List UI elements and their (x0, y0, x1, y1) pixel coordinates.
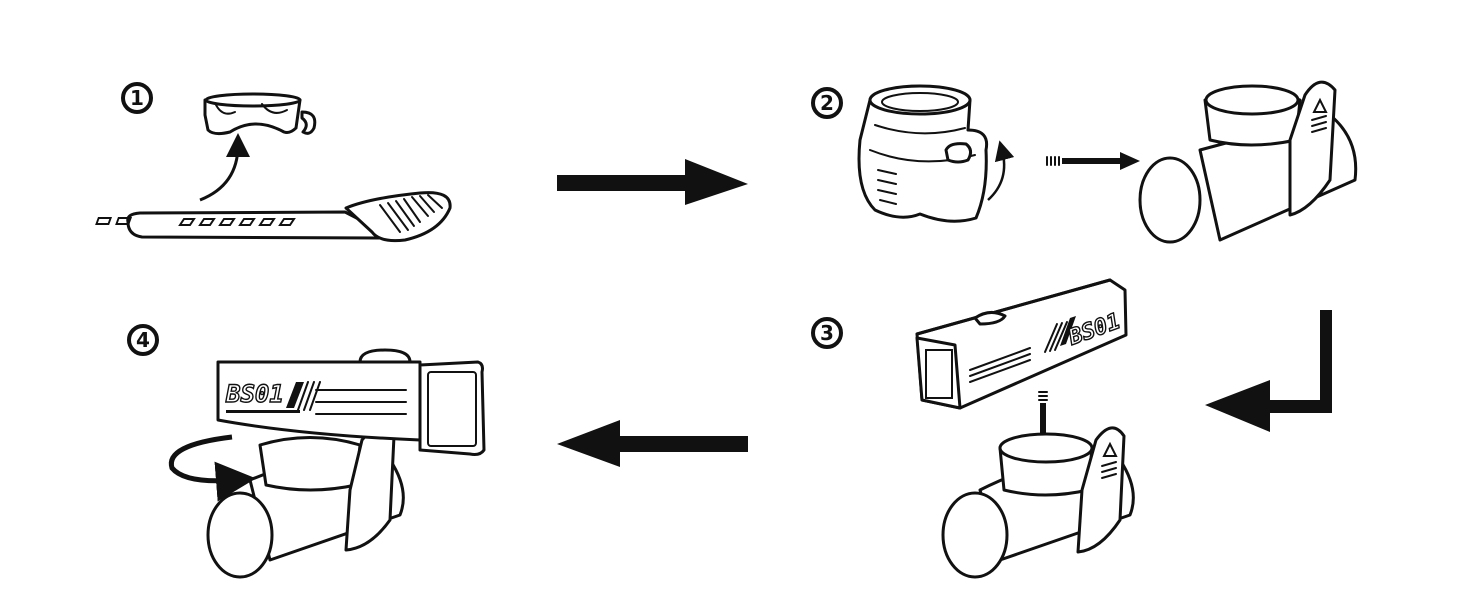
svg-text:3: 3 (820, 321, 834, 345)
arrow-down-left-icon (1205, 310, 1332, 432)
step-4: 4 BS01 (127, 324, 486, 579)
step-2: 2 (811, 80, 1358, 244)
svg-text:2: 2 (820, 91, 834, 115)
bike-light-bs01: BS01 (216, 348, 486, 456)
curved-arrow-icon (987, 140, 1015, 201)
step-1: 1 (95, 82, 452, 243)
dashed-arrow-right-icon (1046, 152, 1140, 170)
step-3: 3 BS01 (811, 278, 1135, 579)
arrow-right-icon (557, 159, 748, 205)
step-badge-1: 1 (121, 82, 153, 114)
svg-text:BS01: BS01 (225, 380, 284, 408)
svg-text:4: 4 (136, 328, 150, 352)
arrow-left-icon (557, 420, 748, 467)
mount-bracket (203, 92, 317, 136)
rubber-strap (95, 191, 452, 243)
step-badge-4: 4 (127, 324, 159, 356)
mount-on-handlebar (1138, 80, 1358, 244)
step-badge-2: 2 (811, 87, 843, 119)
mount-on-handlebar (941, 426, 1135, 579)
svg-text:1: 1 (130, 86, 144, 110)
mount-wrapped (857, 84, 989, 223)
curved-arrow-icon (199, 133, 250, 202)
rotate-arrow-icon (168, 434, 256, 502)
bike-light-bs01: BS01 (915, 278, 1128, 410)
step-badge-3: 3 (811, 317, 843, 349)
mount-on-handlebar (206, 426, 405, 579)
strap-holes (178, 218, 296, 226)
